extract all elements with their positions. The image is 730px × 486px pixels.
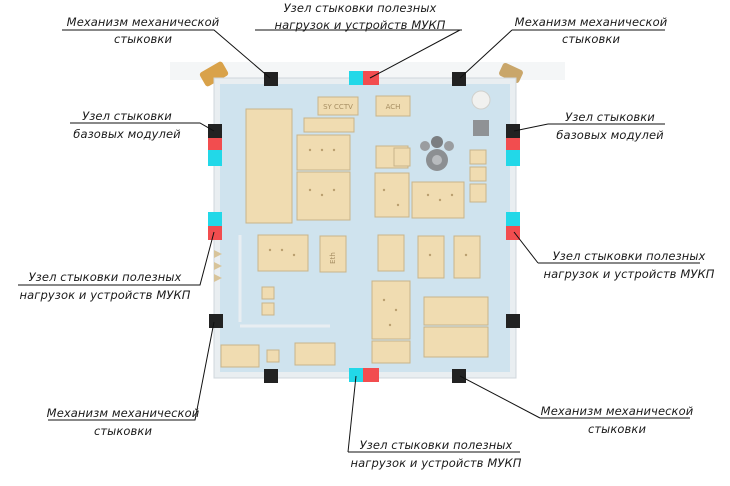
module-small-1 [261,286,275,300]
label-right-lower-line1: Механизм механической [540,404,694,418]
module-small-3 [266,349,280,363]
module-text-3: Eth [329,252,337,264]
label-top-left: Механизм механической стыковки [58,15,228,46]
module-j [377,234,405,272]
module-r [220,344,260,368]
label-bottom-center-line2: нагрузок и устройств МУКП [350,456,522,470]
module-texture [268,148,468,327]
label-left-lower-line1: Механизм механической [46,406,200,420]
module-m [371,280,411,340]
module-p [371,340,411,364]
label-right-upper-line1: Узел стыковки [565,110,655,124]
label-left-middle: Узел стыковки полезных нагрузок и устрой… [10,270,200,302]
camera-base [473,120,489,136]
lamp-right [499,62,523,84]
label-top-center: Узел стыковки полезных нагрузок и устрой… [245,1,475,32]
module-d2 [393,147,411,167]
label-right-lower: Механизм механической стыковки [534,404,700,436]
module-a [296,134,351,171]
module-g1 [469,149,487,165]
label-right-upper-line2: базовых модулей [556,128,664,142]
light-bulb [471,90,491,110]
payload-docks [208,71,520,382]
label-top-center-line2: нагрузок и устройств МУКП [274,18,446,32]
label-left-upper-line1: Узел стыковки [82,109,172,123]
label-bottom-center: Узел стыковки полезных нагрузок и устрой… [340,438,532,470]
label-top-right: Механизм механической стыковки [508,15,674,46]
label-right-middle: Узел стыковки полезных нагрузок и устрой… [534,249,724,281]
module-g2 [469,166,487,182]
label-bottom-center-line1: Узел стыковки полезных [359,438,513,452]
base-docks [208,124,520,166]
mech-dock-right-bottom [506,314,520,328]
mech-dock-bottom-left [264,369,278,383]
module-g3 [469,183,487,203]
module-k [417,235,445,279]
label-top-center-line1: Узел стыковки полезных [283,1,437,15]
module-f [411,181,465,219]
module-text-1: SY CCTV [323,103,353,111]
module-large-left [245,108,293,224]
module-text-2: ACH [386,103,401,111]
label-right-upper: Узел стыковки базовых модулей [548,110,672,142]
label-top-left-line1: Механизм механической [66,15,220,29]
mech-docks [209,72,520,383]
label-right-middle-line1: Узел стыковки полезных [552,249,706,263]
label-top-right-line1: Механизм механической [514,15,668,29]
lamp-left [199,61,229,87]
mech-dock-bottom-right [452,369,466,383]
module-e [374,172,410,218]
rail-teeth [214,250,222,282]
module-i [319,235,347,273]
label-top-right-line2: стыковки [561,32,621,46]
label-top-left-line2: стыковки [113,32,173,46]
central-hub [420,136,454,171]
module-n [423,296,489,326]
module-c [303,117,355,133]
label-left-lower-line2: стыковки [93,424,153,438]
mech-dock-left-bottom [209,314,223,328]
label-right-lower-line2: стыковки [587,422,647,436]
module-l [453,235,481,279]
module-h [257,234,309,272]
modules [220,95,489,368]
module-top-1 [317,96,359,116]
module-b [296,171,351,221]
module-o [423,326,489,358]
module-top-2 [375,95,411,117]
module-q [294,342,336,366]
module-small-2 [261,302,275,316]
label-left-middle-line1: Узел стыковки полезных [28,270,182,284]
label-right-middle-line2: нагрузок и устройств МУКП [543,267,715,281]
label-left-lower: Механизм механической стыковки [44,406,202,438]
leader-lines [18,29,700,453]
label-left-upper-line2: базовых модулей [73,127,181,141]
label-left-upper: Узел стыковки базовых модулей [62,109,192,141]
label-left-middle-line2: нагрузок и устройств МУКП [19,288,191,302]
